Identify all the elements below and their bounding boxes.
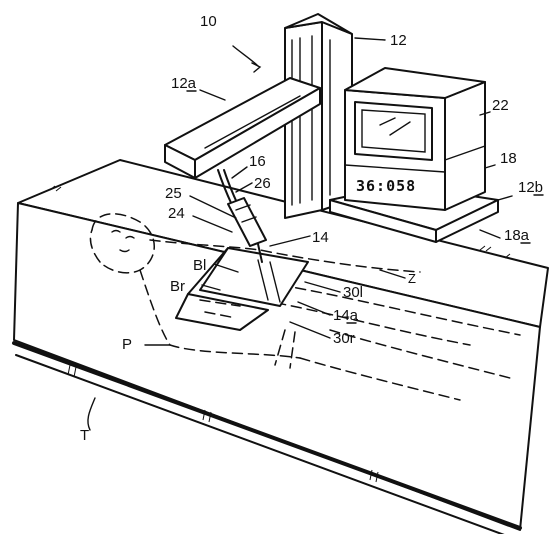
display-readout: 36:058 [356,177,416,195]
label-left-area: 30l [343,284,363,301]
label-table: T [80,427,89,444]
label-left-region: Bl [193,257,206,274]
label-probe-b: 26 [254,175,271,192]
label-axis: Z [408,271,416,286]
arm [164,77,321,179]
console [329,67,499,243]
reference-labels: 10 12 12a 22 18 12b 18a 16 26 25 24 14 B… [80,13,543,444]
cable-probe [217,169,267,263]
label-base: 12b [518,179,543,196]
label-probe-c: 24 [168,205,185,222]
label-column: 12 [390,32,407,49]
column [284,13,353,219]
label-cable: 16 [249,153,266,170]
label-probe-a: 25 [165,185,182,202]
leader-lines [87,37,513,431]
label-monitor: 22 [492,97,509,114]
label-arm: 12a [171,75,197,92]
label-console-base: 18a [504,227,530,244]
label-console: 18 [500,150,517,167]
label-right-region: Br [170,278,185,295]
suffix-underlines [186,90,544,324]
holder-plate [175,247,309,331]
label-system: 10 [200,13,217,30]
label-patient: P [122,336,132,353]
label-right-area: 30r [333,330,355,347]
label-holder: 14 [312,229,329,246]
label-holder-plate: 14a [333,307,359,324]
